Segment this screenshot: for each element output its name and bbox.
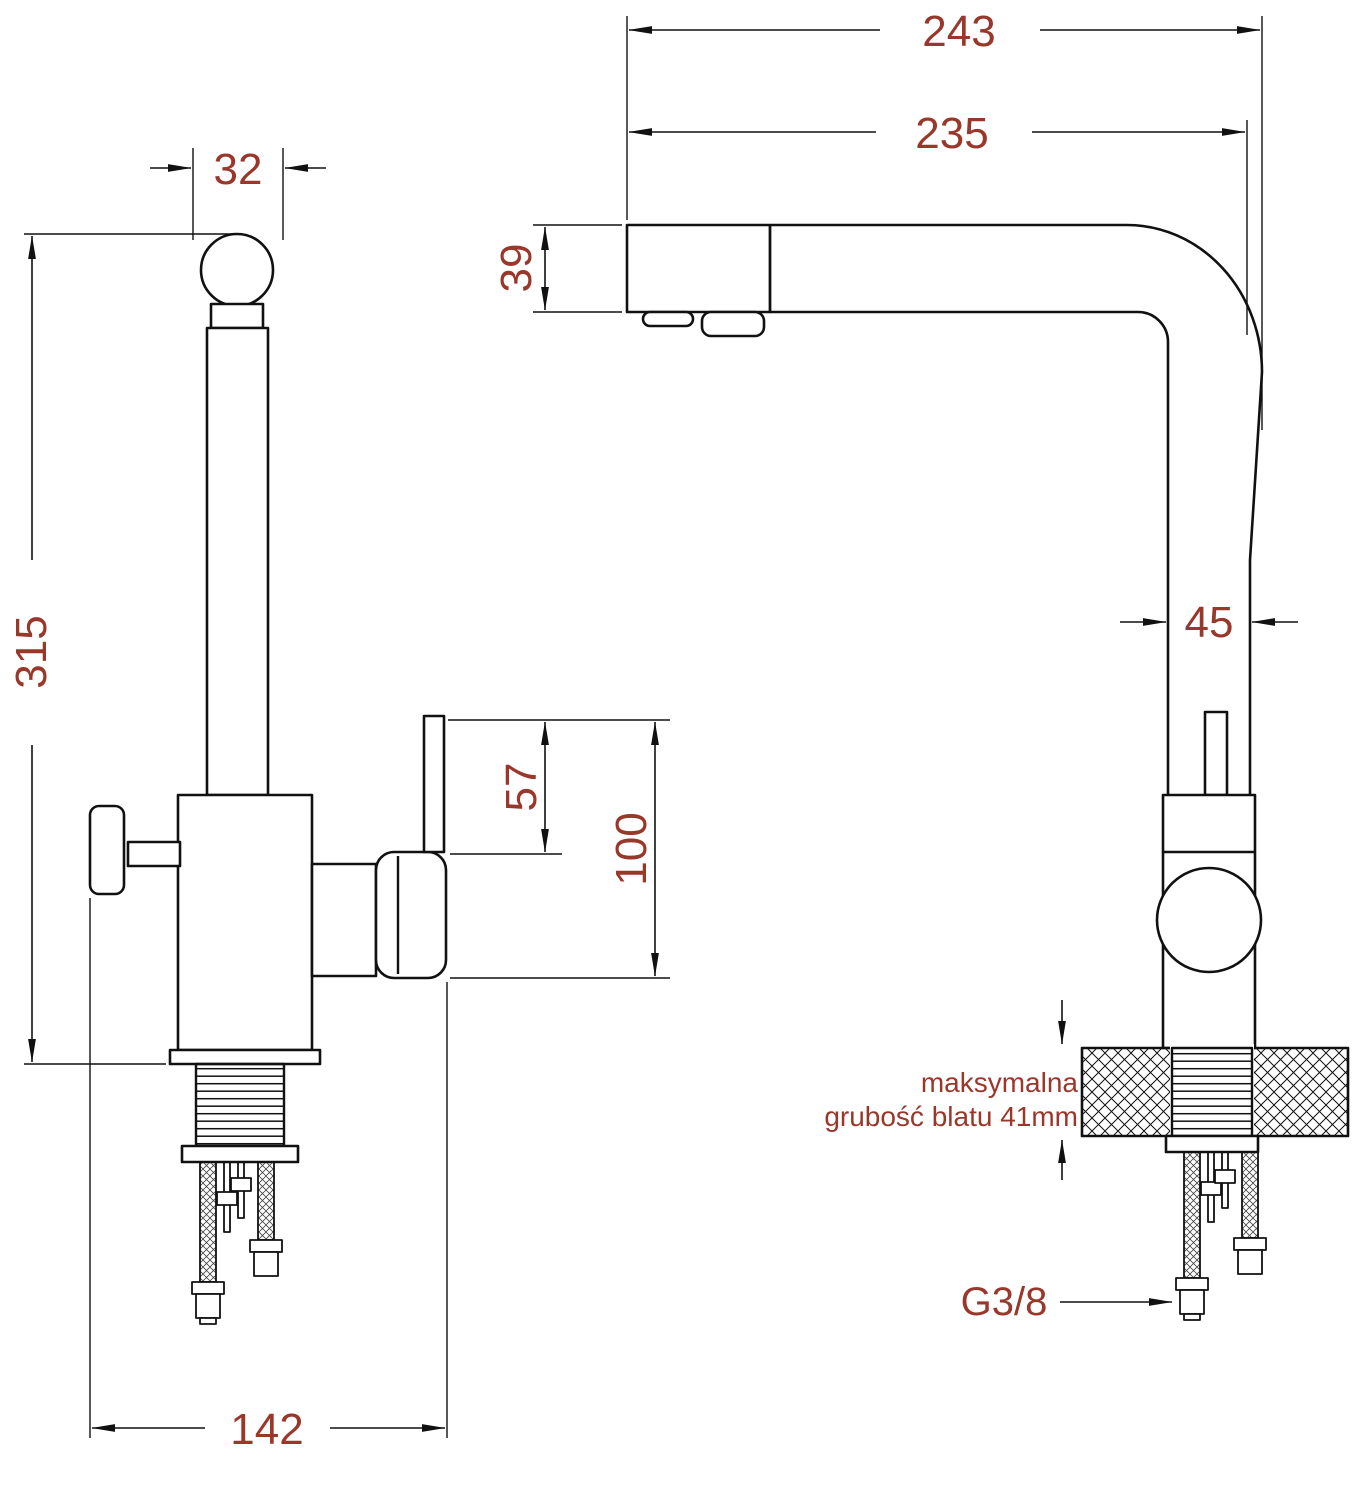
counter-note-line-1: maksymalna xyxy=(921,1067,1079,1098)
dim-45-label: 45 xyxy=(1185,598,1234,647)
front-hose-fitting-2a xyxy=(249,1239,283,1253)
side-mounting-hardware xyxy=(1175,1151,1267,1321)
front-shank-threads xyxy=(194,1062,286,1148)
side-hose-fitting-1b xyxy=(1179,1289,1205,1315)
front-lever-knob xyxy=(88,804,126,896)
drawing-root: 32 315 57 100 xyxy=(7,7,1350,1454)
side-shank-threads xyxy=(1170,1046,1254,1138)
front-spout-knob xyxy=(199,232,275,308)
dim-142-label: 142 xyxy=(230,1405,303,1454)
front-mounting-flange xyxy=(180,1144,300,1164)
dim-243-label: 243 xyxy=(922,7,995,56)
side-swivel-joint xyxy=(1155,866,1263,974)
side-supply-hose-2 xyxy=(1241,1151,1259,1239)
side-hose-fitting-1a xyxy=(1175,1277,1209,1291)
front-base-plate xyxy=(168,1048,322,1066)
dim-315-label: 315 xyxy=(7,615,56,688)
side-spout-head xyxy=(625,223,772,314)
front-lever-arm xyxy=(126,840,182,868)
dim-39-label: 39 xyxy=(492,244,541,293)
side-supply-hose-1 xyxy=(1183,1151,1201,1279)
front-body xyxy=(176,793,314,1052)
front-stud-nut-2 xyxy=(230,1177,252,1192)
front-handle-rod xyxy=(422,714,446,854)
side-hose-fitting-2b xyxy=(1237,1249,1263,1275)
front-hose-fitting-1a xyxy=(191,1281,225,1295)
front-hose-fitting-2b xyxy=(253,1251,279,1277)
side-handle-rod xyxy=(1203,710,1229,797)
dim-100-label: 100 xyxy=(607,812,656,885)
front-handle-housing xyxy=(374,850,448,980)
dim-32-label: 32 xyxy=(214,145,263,194)
front-hose-fitting-1c xyxy=(199,1317,217,1325)
thread-size-label: G3/8 xyxy=(961,1280,1048,1324)
side-aerator-front xyxy=(641,310,695,328)
front-hose-fitting-1b xyxy=(195,1293,221,1319)
side-hose-fitting-2a xyxy=(1233,1237,1267,1251)
dim-57-label: 57 xyxy=(497,763,546,812)
side-hose-fitting-1c xyxy=(1183,1313,1201,1321)
side-view: 243 235 39 45 xyxy=(492,7,1350,1324)
front-side-outlet xyxy=(310,862,378,978)
side-stud-nut-2 xyxy=(1214,1169,1236,1184)
front-view: 32 315 57 100 xyxy=(7,145,670,1454)
front-riser xyxy=(205,326,270,797)
side-stud-nut-1 xyxy=(1200,1181,1222,1196)
side-spout-inner xyxy=(770,310,1170,795)
dim-235-label: 235 xyxy=(915,109,988,158)
front-aerator xyxy=(209,302,265,330)
front-mounting-hardware xyxy=(191,1161,283,1325)
front-supply-hose-1 xyxy=(199,1161,217,1283)
side-aerator-rear xyxy=(700,310,766,338)
front-stud-nut-1 xyxy=(216,1191,238,1206)
side-mounting-flange xyxy=(1164,1134,1260,1154)
front-supply-hose-2 xyxy=(257,1161,275,1241)
side-spout-outer xyxy=(770,223,1264,795)
counter-note-line-2: grubość blatu 41mm xyxy=(824,1101,1078,1132)
